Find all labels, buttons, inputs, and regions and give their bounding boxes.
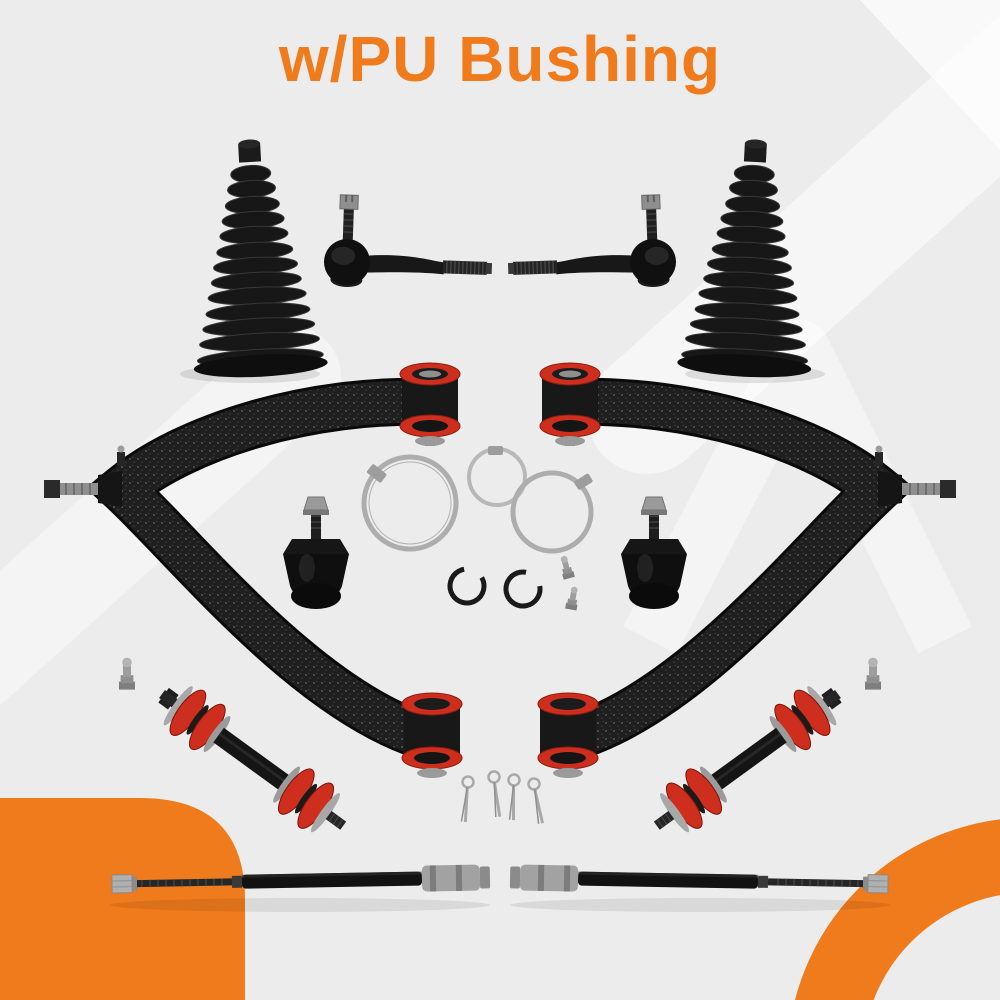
ball-joint-left	[282, 496, 350, 610]
outer-tie-rod-right	[504, 193, 678, 294]
inner-tie-rod-right	[509, 863, 889, 898]
cotter-pins	[455, 769, 547, 826]
orange-corner-left	[0, 798, 245, 1000]
background-stripes	[860, 0, 1000, 150]
steering-boot-left	[181, 135, 329, 381]
hose-clamps	[361, 446, 594, 554]
grease-fitting-left	[119, 657, 135, 690]
ball-joint-right	[620, 496, 688, 610]
grease-fitting-center-1	[557, 554, 575, 580]
grease-fitting-right	[865, 657, 881, 690]
orange-arc-right	[795, 819, 1000, 1000]
snap-rings	[447, 566, 543, 609]
product-title: w/PU Bushing	[278, 23, 722, 95]
grease-fitting-center-2	[565, 585, 581, 611]
outer-tie-rod-left	[322, 193, 496, 294]
